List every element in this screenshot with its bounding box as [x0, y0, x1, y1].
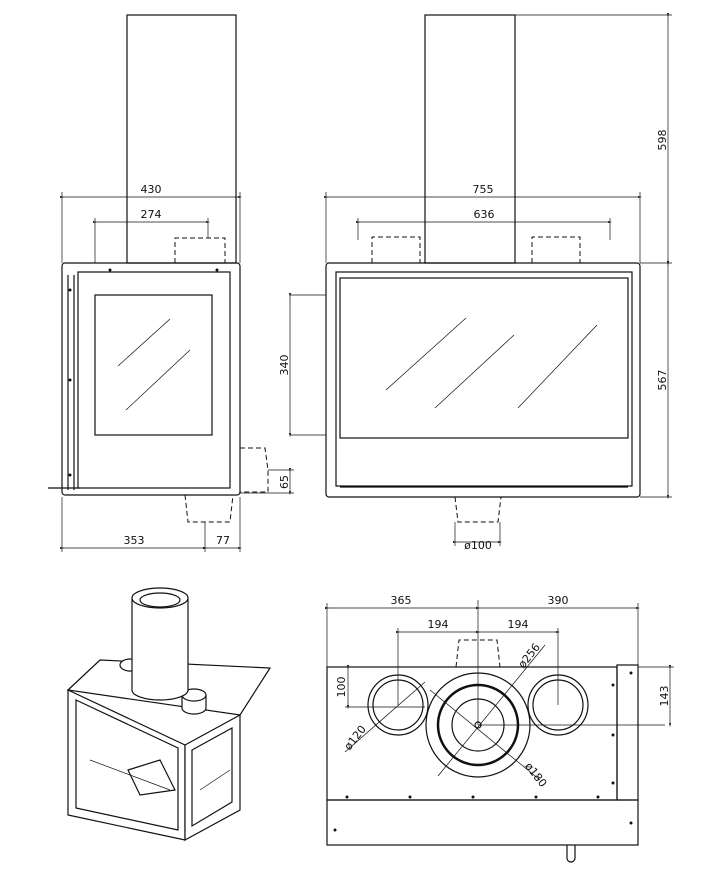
chimney [126, 14, 237, 264]
dim-center-depth: 143 [658, 686, 671, 707]
chimney [424, 14, 516, 264]
dim-side-flue-spacing: 274 [141, 208, 162, 221]
dim-bottom-outlet: ø100 [464, 539, 492, 552]
body [325, 262, 641, 498]
dim-side-outlet-height: 65 [278, 475, 291, 489]
front-view: 755 636 598 567 ø100 [323, 12, 672, 552]
isometric-view [66, 587, 272, 842]
dim-flue-collar: ø256 [516, 641, 543, 671]
glass [339, 277, 629, 439]
top-fixing-dots [333, 671, 633, 832]
dim-left-to-center: 365 [391, 594, 412, 607]
dim-left-outlet-offset: 194 [428, 618, 449, 631]
dim-depth: 353 [124, 534, 145, 547]
dim-glass-height: 340 [278, 355, 291, 376]
dim-flue-outlet: ø180 [522, 760, 549, 790]
glass [94, 294, 213, 436]
dim-front-offset: 100 [335, 677, 348, 698]
dim-chimney-height: 598 [656, 130, 669, 151]
dim-side-width: 430 [141, 183, 162, 196]
dim-center-to-right: 390 [548, 594, 569, 607]
dim-rear-offset: 77 [216, 534, 230, 547]
dim-body-height: 567 [656, 370, 669, 391]
dim-front-flue-spacing: 636 [474, 208, 495, 221]
body [61, 262, 241, 496]
body [326, 666, 618, 801]
dim-right-outlet-offset: 194 [508, 618, 529, 631]
top-view: 365 390 194 194 100 143 ø256 ø120 ø180 [324, 594, 674, 863]
dim-side-outlet: ø120 [342, 723, 369, 753]
dim-front-width: 755 [473, 183, 494, 196]
side-view: 430 274 340 65 353 77 [48, 14, 326, 552]
